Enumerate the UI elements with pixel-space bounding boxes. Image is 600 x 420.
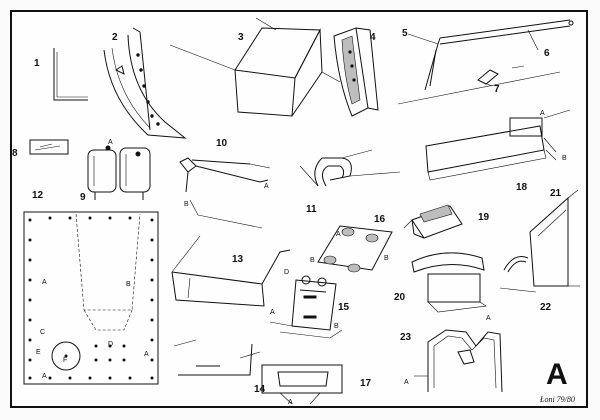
sub-letter-e: E (36, 349, 41, 356)
part-label-15: 15 (338, 302, 350, 313)
part-number-labels: 1 2 3 4 5 6 7 8 9 10 11 12 13 14 15 16 1… (12, 28, 562, 395)
part-label-2: 2 (112, 32, 118, 43)
part-label-1: 1 (34, 58, 40, 69)
sheet-border (10, 10, 588, 408)
part-18-side-panel (425, 109, 571, 181)
sub-letter-b: B (384, 255, 389, 262)
part-label-6: 6 (544, 48, 550, 59)
part-label-5: 5 (402, 28, 408, 39)
part-label-7: 7 (494, 84, 500, 95)
part-label-20: 20 (394, 292, 406, 303)
part-label-21: 21 (550, 188, 562, 199)
part-13-panel (171, 235, 291, 307)
floor-plate-rivets (28, 216, 154, 380)
part-label-13: 13 (232, 254, 244, 265)
sub-letter-b: B (126, 281, 131, 288)
part-8-plate (29, 139, 69, 155)
part-label-12: 12 (32, 190, 44, 201)
part-17-box (261, 364, 343, 405)
sub-letter-d: D (284, 269, 289, 276)
part-1-bracket (53, 48, 88, 101)
sheet-letter: A (546, 358, 568, 391)
part-label-18: 18 (516, 182, 528, 193)
part-label-8: 8 (12, 148, 18, 159)
sub-assembly-letters: A A B A B A B C D E F A A A B B D A B A … (36, 110, 567, 406)
part-label-3: 3 (238, 32, 244, 43)
part-23-shroud (414, 329, 503, 393)
part-3-block (169, 17, 341, 117)
part-label-9: 9 (80, 192, 86, 203)
part-label-10: 10 (216, 138, 228, 149)
sub-letter-c: C (40, 329, 45, 336)
sub-letter-a: A (264, 183, 269, 190)
artist-signature: Łoni 79/80 (539, 395, 575, 404)
sub-letter-a: A (108, 139, 113, 146)
parts-15-16-hatch (269, 225, 393, 339)
sub-letter-a: A (486, 315, 491, 322)
sub-letter-a: A (288, 399, 293, 406)
sub-letter-b: B (562, 155, 567, 162)
part-12-floor-plate (23, 211, 159, 385)
part-label-17: 17 (360, 378, 372, 389)
sub-letter-a: A (42, 279, 47, 286)
sub-letter-d: D (108, 341, 113, 348)
sub-letter-a: A (144, 351, 149, 358)
part-14-toolbox (173, 339, 261, 376)
part-4-shield (333, 27, 379, 117)
sub-letter-a: A (42, 373, 47, 380)
part-label-22: 22 (540, 302, 552, 313)
part-2-mudguard (103, 27, 187, 139)
part-label-16: 16 (374, 214, 386, 225)
sub-letter-b: B (184, 201, 189, 208)
sub-letter-a: A (336, 231, 341, 238)
parts-21-22-bracket (499, 189, 580, 293)
part-19-stowage (403, 204, 463, 239)
sub-letter-f: F (63, 357, 67, 364)
part-label-23: 23 (400, 332, 412, 343)
part-label-4: 4 (370, 32, 376, 43)
part-label-19: 19 (478, 212, 490, 223)
sub-letter-b: B (310, 257, 315, 264)
sub-letter-a: A (404, 379, 409, 386)
part-label-11: 11 (306, 204, 317, 215)
sub-letter-a: A (270, 309, 275, 316)
part-9-tanks (87, 145, 151, 200)
sub-letter-a: A (540, 110, 545, 117)
part-20-cover (411, 252, 487, 313)
sub-letter-b: B (334, 323, 339, 330)
part-11-tube (299, 149, 401, 187)
part-label-14: 14 (254, 384, 266, 395)
part-10-mount (179, 157, 271, 229)
parts-5-6-7-rail (397, 19, 574, 105)
